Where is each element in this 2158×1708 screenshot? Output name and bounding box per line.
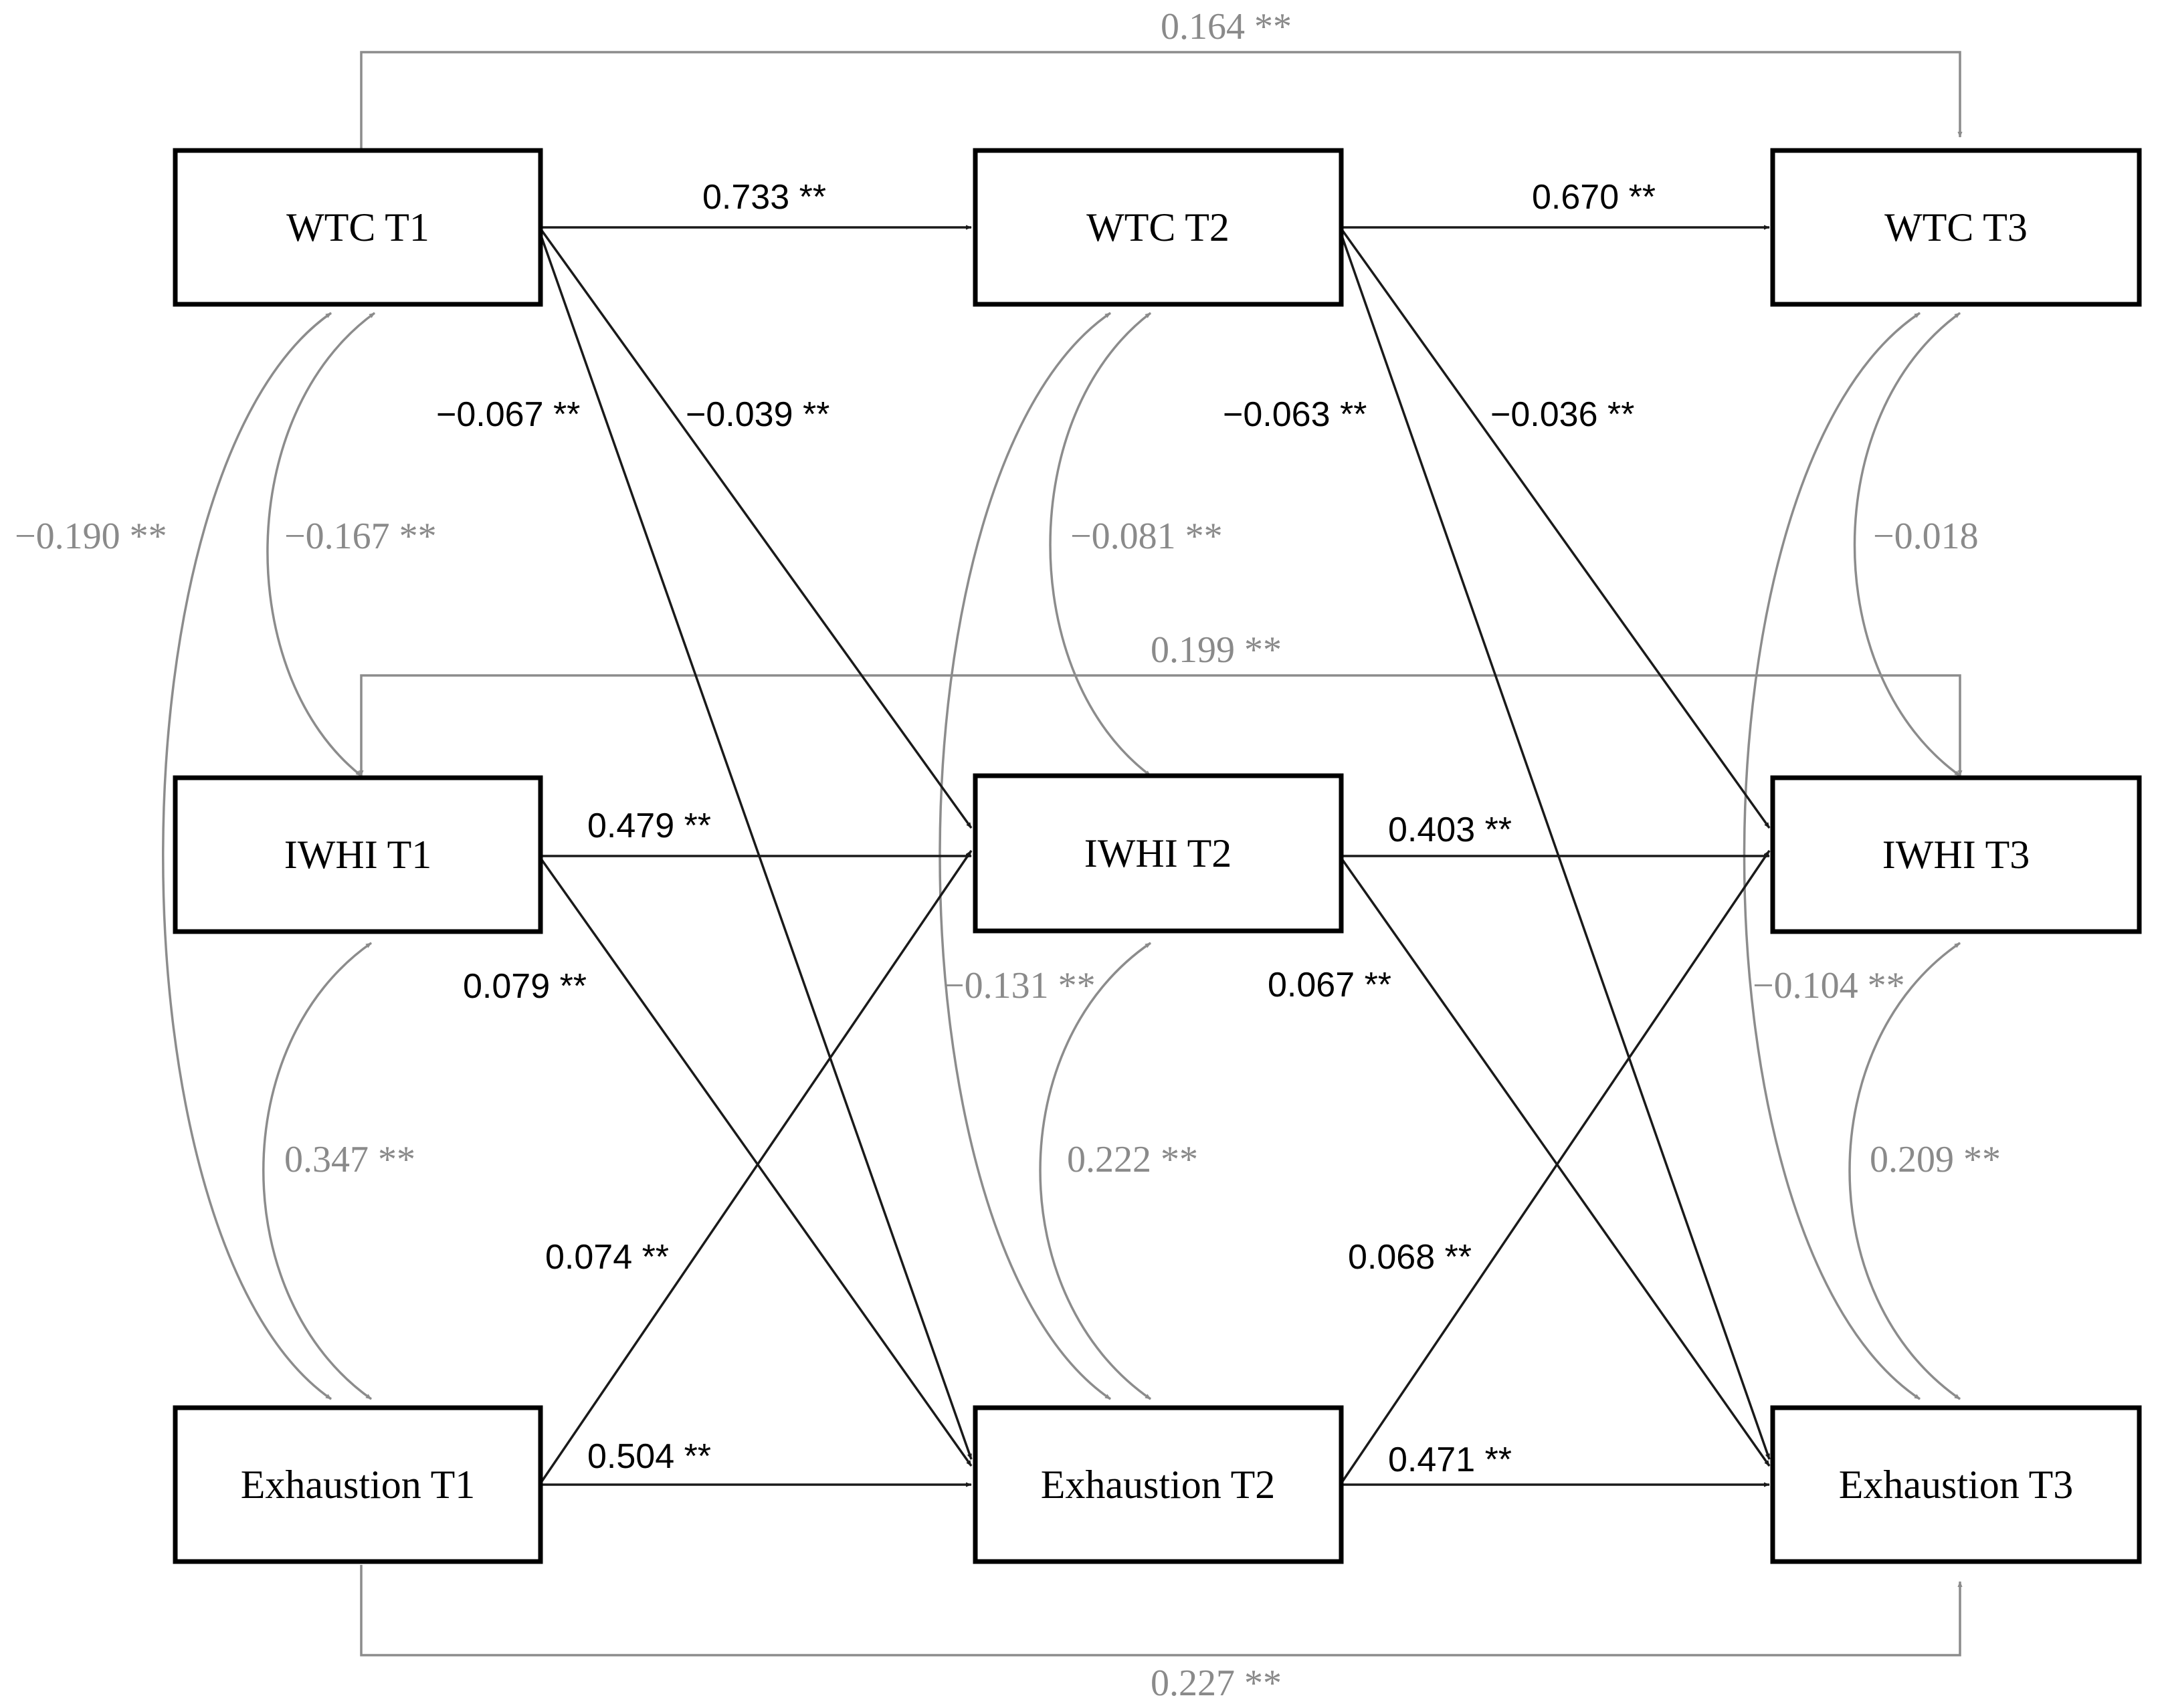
coef-iwhi1-iwhi2: 0.479 ** [587,807,711,845]
node-iwhi-t1-label: IWHI T1 [284,833,432,877]
coef-wtc1-wtc3: 0.164 ** [1161,6,1292,47]
cov-arc-wtc3-iwhi3 [1853,312,1961,777]
cov-arc-wtc1-exh1 [162,312,332,1400]
path-wtc2-iwhi3 [1340,227,1771,829]
coef-wtc1-exh2: −0.067 ** [436,395,580,434]
cov-wtc2-exh2: −0.131 ** [943,965,1096,1006]
coef-exh1-exh3: 0.227 ** [1151,1663,1282,1704]
cov-arc-iwhi2-exh2 [1039,942,1151,1400]
coef-exh2-exh3: 0.471 ** [1388,1440,1512,1479]
node-exhaustion-t2: Exhaustion T2 [973,1405,1344,1564]
coef-iwhi2-iwhi3: 0.403 ** [1388,811,1512,849]
node-wtc-t2: WTC T2 [973,148,1344,307]
coef-wtc1-iwhi2: −0.039 ** [686,395,829,434]
node-exhaustion-t3: Exhaustion T3 [1770,1405,2142,1564]
node-exhaustion-t3-label: Exhaustion T3 [1839,1463,2074,1507]
coef-exh1-iwhi2: 0.074 ** [545,1238,669,1277]
cov-iwhi2-exh2: 0.222 ** [1067,1139,1198,1180]
path-exh1-exh3 [360,1565,1963,1657]
node-wtc-t3: WTC T3 [1770,148,2142,307]
coef-wtc2-iwhi3: −0.036 ** [1490,395,1634,434]
path-exh2-iwhi3 [1340,850,1771,1484]
node-wtc-t1-label: WTC T1 [286,205,429,249]
node-wtc-t2-label: WTC T2 [1086,205,1230,249]
cov-wtc2-iwhi2: −0.081 ** [1070,516,1223,557]
cov-wtc3-exh3: −0.104 ** [1753,965,1905,1006]
coef-iwhi2-exh3: 0.067 ** [1268,966,1391,1004]
node-exhaustion-t1: Exhaustion T1 [173,1405,543,1564]
node-iwhi-t3-label: IWHI T3 [1882,833,2030,877]
path-iwhi1-exh2 [539,857,973,1467]
path-exh1-iwhi2 [539,850,973,1484]
coef-iwhi1-iwhi3: 0.199 ** [1151,629,1282,671]
cov-arc-iwhi3-exh3 [1848,942,1961,1400]
node-iwhi-t1: IWHI T1 [173,775,543,934]
coef-wtc2-exh3: −0.063 ** [1223,395,1367,434]
node-exhaustion-t2-label: Exhaustion T2 [1041,1463,1276,1507]
cov-iwhi3-exh3: 0.209 ** [1870,1139,2001,1180]
coef-iwhi1-exh2: 0.079 ** [463,967,587,1006]
path-wtc1-iwhi2 [539,227,973,829]
cov-arc-wtc1-iwhi1 [266,312,376,777]
node-wtc-t3-label: WTC T3 [1884,205,2028,249]
node-iwhi-t2: IWHI T2 [973,773,1344,934]
coef-exh2-iwhi3: 0.068 ** [1348,1238,1472,1277]
path-wtc1-wtc3 [360,51,1963,150]
coef-wtc1-wtc2: 0.733 ** [702,178,826,217]
cov-wtc1-exh1: −0.190 ** [15,516,167,557]
cov-wtc3-iwhi3: −0.018 [1873,516,1979,557]
path-iwhi2-exh3 [1340,857,1771,1467]
cov-arc-iwhi1-exh1 [262,942,373,1400]
node-wtc-t1: WTC T1 [173,148,543,307]
cov-iwhi1-exh1: 0.347 ** [284,1139,415,1180]
path-wtc2-exh3 [1340,233,1771,1460]
node-iwhi-t2-label: IWHI T2 [1084,831,1232,875]
cov-arc-wtc2-iwhi2 [1049,312,1152,777]
path-wtc1-exh2 [539,233,973,1460]
coef-wtc2-wtc3: 0.670 ** [1532,178,1656,217]
node-exhaustion-t1-label: Exhaustion T1 [241,1463,476,1507]
coef-exh1-exh2: 0.504 ** [587,1437,711,1476]
node-iwhi-t3: IWHI T3 [1770,775,2142,934]
cov-wtc1-iwhi1: −0.167 ** [284,516,437,557]
